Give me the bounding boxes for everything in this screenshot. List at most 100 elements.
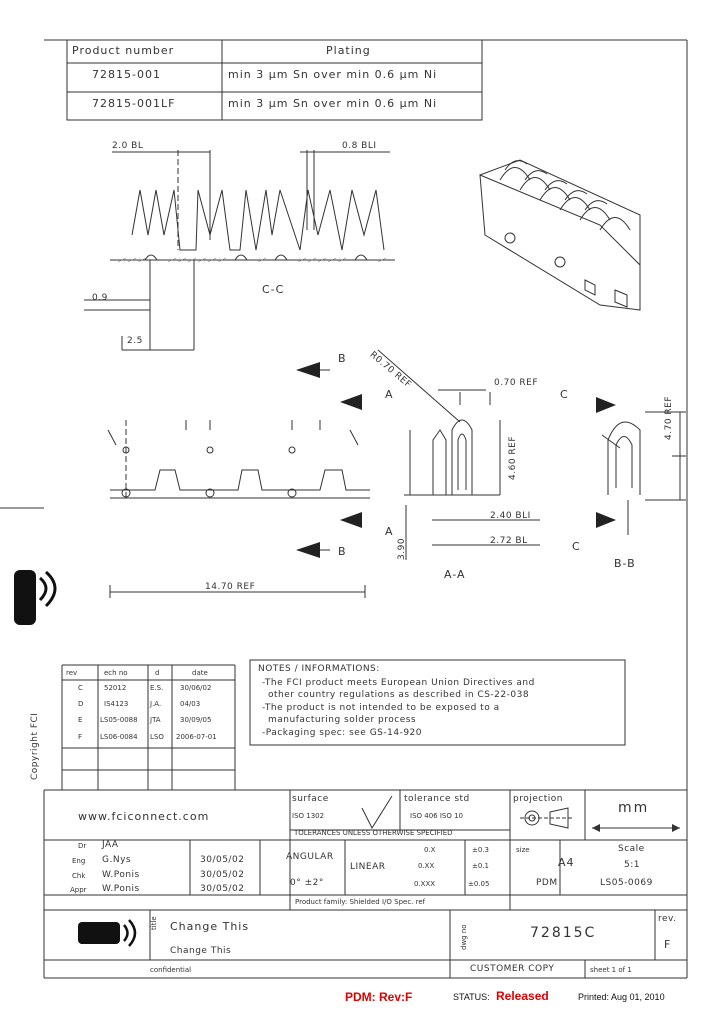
rev-row-e-date: 30/09/05 [180,716,212,724]
part-number-2: 72815-001LF [92,97,176,110]
marker-b-top: B [338,352,347,365]
product-family: Product family: Shielded I/O Spec. ref [295,898,426,906]
units-label: mm [618,800,650,816]
rev-row-e-by: JTA [150,716,161,724]
marker-b-bottom: B [338,545,347,558]
marker-a-top: A [385,388,394,401]
section-bb-profile [601,411,686,535]
col-plating-header: Plating [326,44,371,57]
rev-row-e-rev: E [78,716,83,724]
dr-name: JAA [102,840,119,850]
dwg-label: dwg no [460,924,468,950]
scale-label: Scale [618,844,645,854]
surface-std: ISO 1302 [292,812,325,820]
tol-x-val: ±0.3 [472,846,489,854]
section-arrows [296,362,616,558]
size-value: A4 [558,856,575,869]
tol-xxx-val: ±0.05 [468,880,490,888]
pdm-spec: LS05-0069 [600,878,653,888]
notes-line-1: -The FCI product meets European Union Di… [262,678,535,688]
rev-row-f-ech: LS06-0084 [100,733,138,741]
dim-070-ref: 0.70 REF [494,378,539,388]
notes-line-3: -The product is not intended to be expos… [262,703,500,713]
company-confidential: confidential [150,966,192,974]
part-number-1: 72815-001 [92,68,161,81]
rev-row-c-date: 30/06/02 [180,684,212,692]
notes-line-2: other country regulations as described i… [268,690,530,700]
printed-date: Printed: Aug 01, 2010 [578,992,665,1002]
marker-c-top: C [560,388,569,401]
surface-check-icon [361,795,393,830]
plating-spec-1: min 3 µm Sn over min 0.6 µm Ni [228,68,438,81]
comb-hatch [117,257,387,263]
plating-table-border [66,39,483,121]
scale-value: 5:1 [624,860,640,870]
tolerance-note: TOLERANCES UNLESS OTHERWISE SPECIFIED [294,829,453,837]
rev-row-f-date: 2006-07-01 [176,733,217,741]
dim-470-ref: 4.70 REF [664,395,674,440]
eng-label: Eng [72,857,86,865]
appr-name: W.Ponis [102,884,140,894]
rev-row-c-by: E.S. [150,684,164,692]
chk-name: W.Ponis [102,870,140,880]
rev-label: rev. [658,914,677,924]
sheet-number: sheet 1 of 1 [590,966,632,974]
rev-row-f-by: LSO [150,733,164,741]
tolerance-std: ISO 406 ISO 10 [410,812,463,820]
dim-390: 3.90 [397,537,407,560]
dim-460-ref: 4.60 REF [508,435,518,480]
rev-row-d-rev: D [78,700,84,708]
dim-0-9: 0.9 [92,293,108,303]
rev-value: F [664,938,672,951]
dim-272: 2.72 BL [490,536,528,546]
fci-side-logo [14,570,36,625]
section-bb-label: B-B [614,557,636,570]
marker-a-bottom: A [385,525,394,538]
tol-xx: 0.XX [418,862,435,870]
rev-row-d-ech: IS4123 [104,700,129,708]
status-label: STATUS: [453,992,490,1002]
section-aa-profile [377,349,540,560]
notes-line-5: -Packaging spec: see GS-14-920 [262,728,423,738]
notes-line-4: manufacturing solder process [268,715,417,725]
angular-tol: 0° ±2° [290,878,324,888]
rev-row-d-date: 04/03 [180,700,201,708]
size-label: size [516,846,530,854]
col-product-header: Product number [72,44,175,57]
title-line-2: Change This [170,946,232,956]
comb-front-view [107,420,370,598]
projection-symbol-icon [520,807,572,829]
tol-xx-val: ±0.1 [472,862,489,870]
linear-label: LINEAR [350,862,386,872]
dim-0-8: 0.8 BLI [342,141,377,151]
dim-240: 2.40 BLI [490,511,531,521]
status-value: Released [496,989,549,1003]
tol-x: 0.X [424,846,436,854]
eng-name: G.Nys [102,855,132,865]
dim-2-5: 2.5 [127,336,143,346]
customer-copy: CUSTOMER COPY [470,964,555,974]
dwg-number: 72815C [530,925,597,941]
section-cc-label: C-C [262,283,285,296]
tolerance-label: tolerance std [404,794,470,804]
fci-title-logo [78,922,120,944]
dr-label: Dr [78,842,87,850]
tol-xxx: 0.XXX [414,880,436,888]
comb-top-view [84,150,395,351]
chk-label: Chk [72,872,86,880]
dim-1470: 14.70 REF [205,582,256,592]
notes-box [249,659,626,746]
isometric-view [479,159,641,311]
rev-row-c-ech: 52012 [104,684,127,692]
section-aa-label: A-A [444,568,466,581]
rev-header-ech: ech no [104,669,128,677]
rev-row-c-rev: C [78,684,83,692]
projection-label: projection [513,794,563,804]
plating-spec-2: min 3 µm Sn over min 0.6 µm Ni [228,97,438,110]
dim-2-0: 2.0 BL [112,141,144,151]
rev-header-rev: rev [66,669,78,677]
rev-header-d: d [155,669,160,677]
website-text: www.fciconnect.com [78,810,210,823]
rev-row-f-rev: F [78,733,83,741]
